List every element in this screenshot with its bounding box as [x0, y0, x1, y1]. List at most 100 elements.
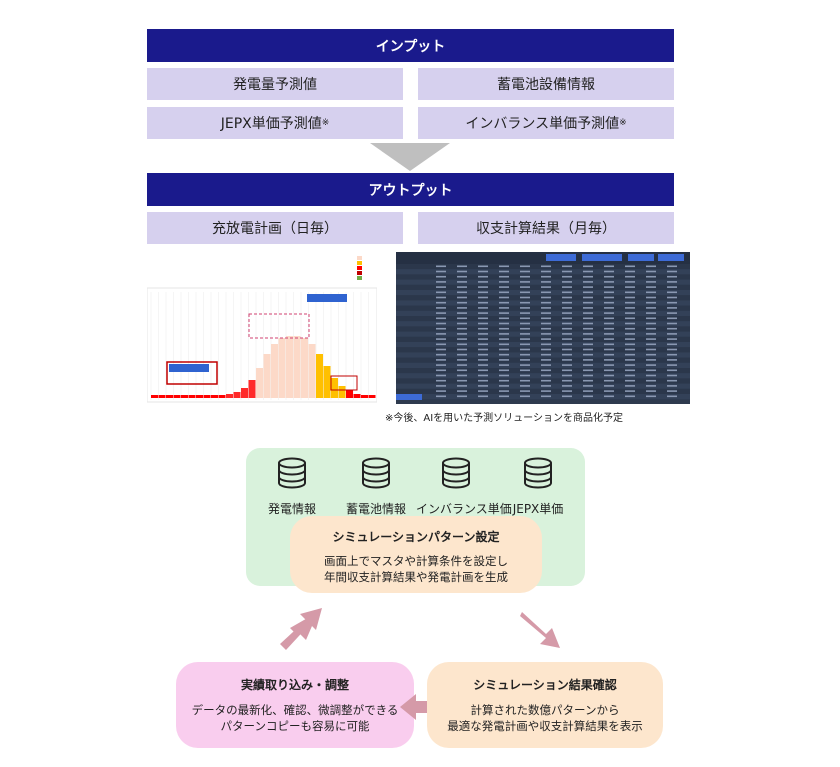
table-cell [604, 296, 614, 299]
table-cell [499, 359, 509, 361]
table-cell [562, 390, 572, 392]
table-cell [646, 359, 656, 361]
legend-swatch [357, 266, 362, 270]
table-cell [541, 317, 551, 320]
table-cell [541, 265, 551, 268]
note-mark: ※ [619, 118, 627, 128]
charge-plan-chart-image [146, 252, 378, 410]
table-cell [583, 281, 593, 283]
table-cell [541, 348, 551, 351]
table-cell [457, 322, 467, 325]
table-grid [396, 264, 690, 400]
table-cell [604, 333, 614, 335]
table-cell [541, 301, 551, 304]
output-item-balance-result: 収支計算結果（月毎） [418, 212, 674, 244]
callout-box [169, 364, 209, 372]
table-cell [646, 353, 656, 356]
output-item-charge-plan: 充放電計画（日毎） [147, 212, 403, 244]
table-cell [520, 353, 530, 356]
table-cell [667, 275, 677, 278]
table-cell [499, 327, 509, 330]
table-footer-button [396, 394, 422, 400]
table-cell [457, 317, 467, 320]
table-cell [646, 364, 656, 366]
table-cell [499, 286, 509, 288]
chart-bar [203, 395, 211, 398]
data-source-label: インバランス単価 [416, 502, 512, 516]
table-cell [583, 359, 593, 361]
table-cell [499, 348, 509, 351]
table-cell [436, 265, 446, 268]
table-cell [646, 265, 656, 268]
chart-bar [361, 395, 368, 398]
table-cell [541, 364, 551, 366]
table-cell [457, 296, 467, 299]
table-cell [625, 374, 635, 377]
legend-swatch [357, 276, 362, 280]
table-cell [604, 359, 614, 361]
simulation-setting-box: シミュレーションパターン設定 画面上でマスタや計算条件を設定し 年間収支計算結果… [290, 516, 542, 593]
table-cell [499, 353, 509, 356]
input-item-imbalance-forecast: インバランス単価予測値※ [418, 107, 674, 139]
table-cell [436, 390, 446, 392]
data-source: JEPX単価 [498, 456, 578, 517]
arrow-down-right-icon [520, 612, 560, 648]
table-cell [583, 291, 593, 294]
table-cell [436, 359, 446, 361]
table-cell [583, 343, 593, 346]
table-cell [520, 317, 530, 320]
table-cell [583, 322, 593, 325]
table-cell [562, 281, 572, 283]
chart-bar [353, 394, 361, 398]
table-cell [499, 379, 509, 382]
table-cell [667, 296, 677, 299]
table-cell [541, 395, 551, 398]
balance-table-image [396, 252, 690, 404]
footnote: ※今後、AIを用いた予測ソリューションを商品化予定 [385, 413, 623, 424]
table-cell [583, 348, 593, 351]
table-cell [520, 348, 530, 351]
table-cell [625, 265, 635, 268]
table-cell [625, 327, 635, 330]
table-cell [457, 353, 467, 356]
table-cell [562, 265, 572, 268]
table-cell [520, 301, 530, 304]
table-cell [604, 281, 614, 283]
table-cell [478, 301, 488, 304]
table-cell [436, 353, 446, 356]
table-cell [667, 343, 677, 346]
table-cell [625, 348, 635, 351]
table-cell [646, 270, 656, 273]
note-mark: ※ [321, 118, 330, 128]
table-cell [541, 343, 551, 346]
table-cell [436, 338, 446, 340]
table-cell [667, 327, 677, 330]
table-cell [562, 338, 572, 340]
table-cell [646, 286, 656, 288]
legend-swatch [357, 271, 362, 275]
table-cell [562, 343, 572, 346]
table-cell [667, 333, 677, 335]
table-cell [478, 265, 488, 268]
table-cell [583, 379, 593, 382]
table-cell [457, 333, 467, 335]
table-cell [646, 390, 656, 392]
table-cell [667, 374, 677, 377]
data-source: 発電情報 [252, 456, 332, 517]
chart-bar [158, 395, 166, 398]
table-toolbar-button [628, 254, 654, 261]
table-cell [499, 281, 509, 283]
table-cell [541, 333, 551, 335]
table-cell [436, 270, 446, 273]
table-cell [457, 312, 467, 314]
database-icon [362, 457, 390, 489]
table-cell [457, 281, 467, 283]
table-cell [436, 327, 446, 330]
database-icon [524, 457, 552, 489]
table-cell [604, 301, 614, 304]
chart-bar [316, 354, 323, 398]
table-cell [562, 322, 572, 325]
chart-bar [151, 395, 158, 398]
table-cell [457, 343, 467, 346]
table-cell [625, 301, 635, 304]
